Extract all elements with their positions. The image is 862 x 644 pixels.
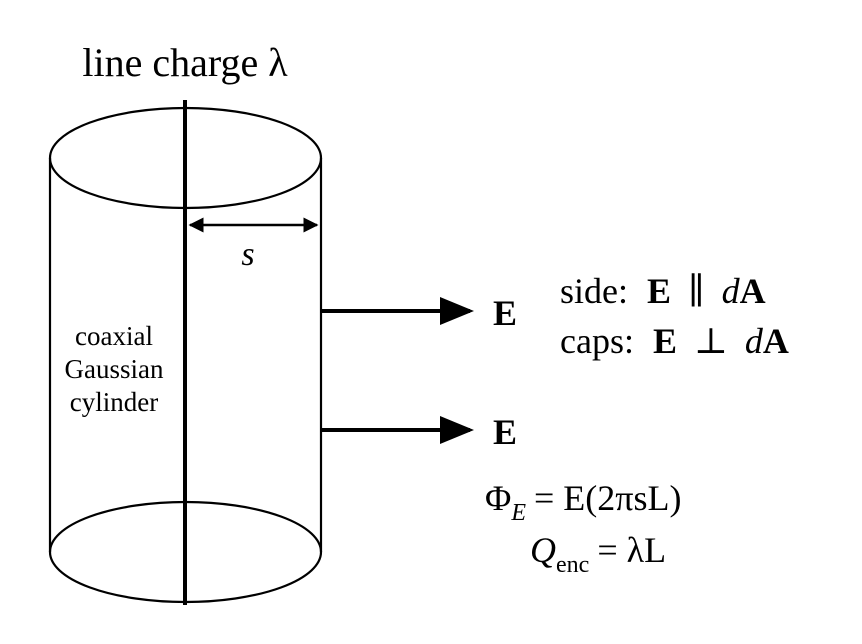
flux-equation-rhs: = E(2πsL): [534, 478, 681, 518]
side-relation: side: E ∥ dA: [560, 271, 766, 311]
field-label-lower: E: [493, 412, 517, 452]
line-charge-title: line charge λ: [82, 40, 288, 85]
flux-equation: ΦE = E(2πsL): [485, 478, 681, 526]
flux-equation-sub: E: [510, 500, 526, 526]
charge-equation-lhs: Q: [530, 530, 556, 570]
field-arrowhead-upper: [440, 297, 474, 325]
cylinder-label-line-2: Gaussian: [65, 354, 164, 384]
side-relation-A: A: [740, 271, 766, 311]
caps-relation-symbol: ⊥: [694, 321, 728, 361]
caps-relation-d: d: [745, 321, 764, 361]
side-relation-d: d: [722, 271, 741, 311]
cylinder-label-line-3: cylinder: [70, 387, 158, 417]
cylinder-label-line-1: coaxial: [75, 321, 153, 351]
caps-relation: caps: E ⊥ dA: [560, 321, 789, 361]
field-label-upper: E: [493, 293, 517, 333]
caps-relation-prefix: caps:: [560, 321, 634, 361]
caps-relation-A: A: [763, 321, 789, 361]
charge-equation-sub: enc: [556, 552, 589, 578]
side-relation-prefix: side:: [560, 271, 628, 311]
field-arrowhead-lower: [440, 416, 474, 444]
radius-label: s: [241, 236, 254, 273]
side-relation-symbol: ∥: [688, 271, 705, 311]
flux-equation-lhs: Φ: [485, 478, 511, 518]
side-relation-lhs: E: [647, 271, 671, 311]
charge-equation-rhs: = λL: [597, 530, 666, 570]
charge-equation: Qenc = λL: [530, 530, 666, 578]
caps-relation-lhs: E: [653, 321, 677, 361]
